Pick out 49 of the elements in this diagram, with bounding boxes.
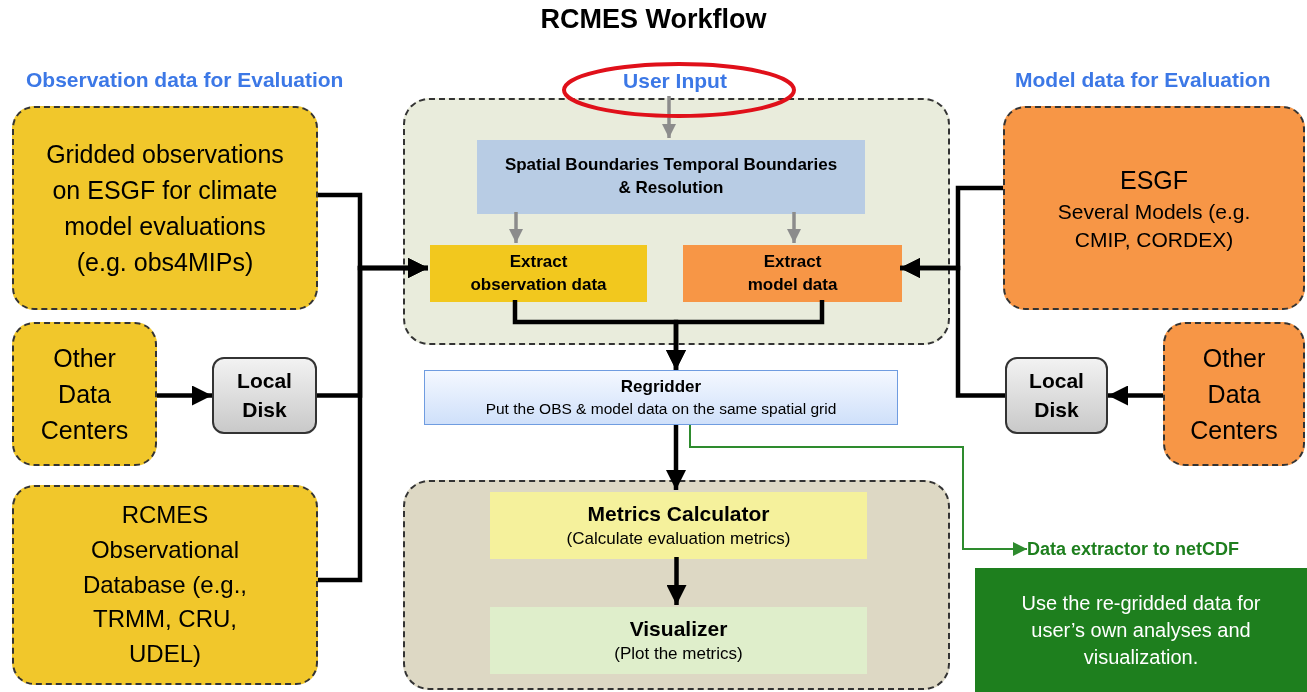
output-box: [975, 568, 1307, 692]
node-text: Several Models (e.g. CMIP, CORDEX): [1056, 198, 1252, 254]
process-box: [424, 370, 898, 425]
data-source-box: [12, 106, 318, 310]
node-text: RCMES Observational Database (e.g., TRMM, CRU, UDEL): [81, 500, 249, 670]
arrow: [689, 424, 1028, 556]
node-text: (Plot the metrics): [614, 643, 743, 666]
process-box: [477, 140, 865, 214]
storage-box: [212, 357, 317, 434]
data-source-box: [1163, 322, 1305, 466]
data-source-box: [12, 322, 157, 466]
node-heading: Regridder: [620, 375, 702, 398]
node-text: Local Disk: [236, 368, 293, 423]
section-heading: Model data for Evaluation: [1015, 68, 1271, 92]
node-text: Other Data Centers: [1189, 342, 1279, 447]
arrow: [157, 385, 212, 406]
arrow: [900, 258, 1005, 398]
node-text: Data extractor to netCDF: [1027, 537, 1240, 561]
data-source-box: [1003, 106, 1305, 310]
arrow: [787, 212, 801, 243]
process-box: [490, 492, 867, 559]
diagram-title: RCMES Workflow: [539, 4, 768, 35]
node-text: Gridded observations on ESGF for climate model evaluations (e.g. obs4MIPs): [45, 138, 285, 279]
node-heading: Visualizer: [629, 615, 728, 642]
node-text: Use the re-gridded data for user’s own analyses and visualization.: [1020, 590, 1262, 670]
arrow: [318, 258, 428, 583]
process-box: [430, 245, 647, 302]
arrow: [509, 212, 523, 243]
node-heading: ESGF: [1119, 164, 1189, 196]
group-container: [403, 480, 950, 690]
node-text: Other Data Centers: [39, 342, 130, 447]
process-box: [683, 245, 902, 302]
data-source-box: [12, 485, 318, 685]
section-heading: Observation data for Evaluation: [26, 68, 344, 92]
node-text: Extract model data: [746, 250, 839, 296]
node-text: (Calculate evaluation metrics): [566, 528, 791, 551]
arrow: [666, 425, 686, 490]
storage-box: [1005, 357, 1108, 434]
arrow: [1108, 385, 1163, 406]
arrow: [666, 300, 825, 370]
node-text: Spatial Boundaries Temporal Boundaries & Resolution: [503, 154, 839, 199]
node-text: Extract observation data: [470, 250, 607, 296]
node-text: Local Disk: [1028, 368, 1085, 423]
node-text: Put the OBS & model data on the same spatial grid: [485, 398, 837, 419]
node-text: User Input: [623, 67, 727, 94]
arrow: [662, 96, 676, 138]
group-container: [403, 98, 950, 345]
node-heading: Metrics Calculator: [587, 500, 770, 527]
arrow: [666, 557, 687, 605]
